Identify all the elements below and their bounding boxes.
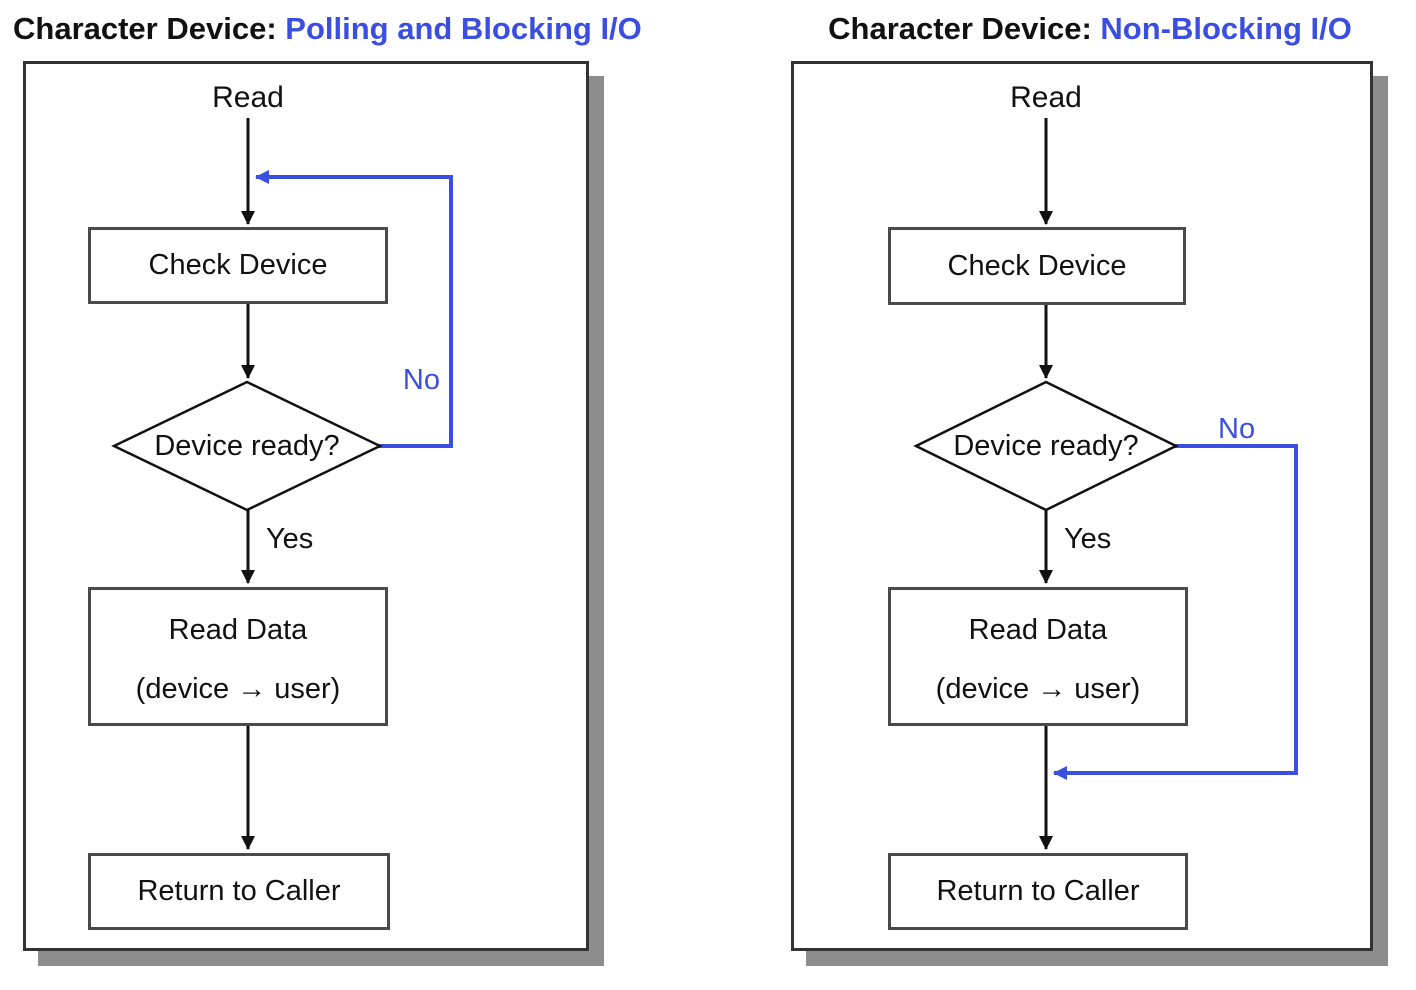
node-return-caller: Return to Caller (888, 853, 1188, 930)
node-decision-label: Device ready? (154, 430, 340, 462)
node-read-data: Read Data (device → user) (888, 587, 1188, 726)
label-yes: Yes (266, 523, 314, 555)
diagram-title-right: Character Device: Non-Blocking I/O (785, 8, 1395, 50)
flow-connectors-svg (913, 118, 1298, 850)
title-prefix: Character Device: (828, 11, 1092, 46)
read-data-line1: Read Data (168, 613, 308, 646)
no-loop-line (255, 170, 453, 448)
flow-connectors-svg (111, 118, 453, 850)
title-highlight: Polling and Blocking I/O (285, 11, 642, 46)
title-prefix: Character Device: (13, 11, 277, 46)
diagram-title-left: Character Device: Polling and Blocking I… (13, 8, 642, 50)
node-decision-label: Device ready? (953, 430, 1139, 462)
node-check-device: Check Device (888, 227, 1186, 305)
read-data-line2: (device → user) (135, 672, 341, 705)
decision-diamond (913, 380, 1179, 512)
read-data-line2: (device → user) (935, 672, 1141, 705)
no-loop-line (1053, 444, 1298, 780)
label-no: No (1218, 413, 1256, 445)
decision-diamond (111, 380, 383, 512)
label-no: No (402, 364, 440, 396)
title-highlight: Non-Blocking I/O (1100, 11, 1352, 46)
flowchart-panel-polling-blocking: Read Check Device Device ready? Yes No R… (23, 61, 589, 951)
read-data-line1: Read Data (968, 613, 1108, 646)
node-read-label: Read (212, 81, 284, 114)
node-read-data: Read Data (device → user) (88, 587, 388, 726)
node-check-device: Check Device (88, 227, 388, 304)
node-return-caller: Return to Caller (88, 853, 390, 930)
label-yes: Yes (1064, 523, 1112, 555)
node-read-label: Read (1010, 81, 1082, 114)
flowchart-panel-non-blocking: Read Check Device Device ready? Yes No R… (791, 61, 1373, 951)
